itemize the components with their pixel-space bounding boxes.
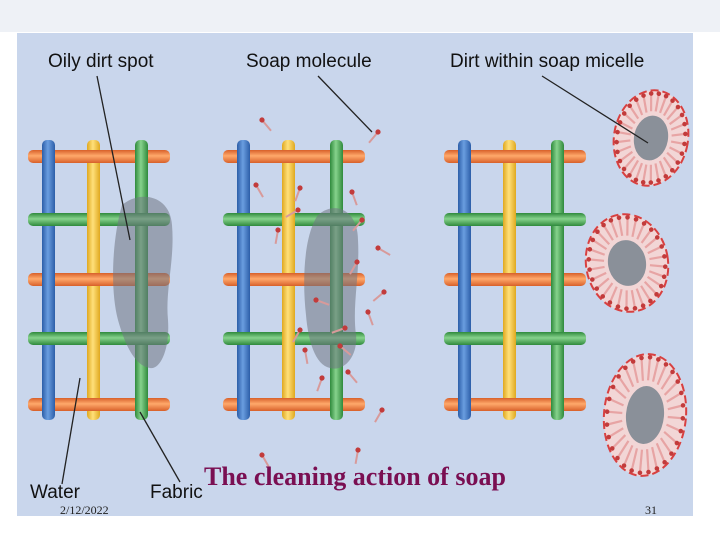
- soap-molecule: [302, 347, 309, 364]
- soap-molecule: [368, 129, 381, 144]
- slide-caption: The cleaning action of soap: [204, 462, 506, 491]
- soap-molecule: [331, 325, 348, 334]
- soap-molecule: [375, 245, 391, 256]
- scanned-text-strip: [0, 0, 720, 32]
- fabric-thread-horizontal: [28, 398, 170, 411]
- lifting-dirt-spot: [304, 208, 359, 369]
- fabric-weave-crossing: [237, 395, 250, 414]
- fabric-weave-crossing: [87, 210, 100, 229]
- fabric-weave-3: [444, 140, 586, 420]
- pointer-oily-dirt: [96, 75, 131, 241]
- soap-molecule: [349, 189, 358, 206]
- soap-molecule: [354, 447, 361, 464]
- fabric-weave-crossing: [42, 270, 55, 289]
- soap-molecule: [365, 309, 374, 326]
- soap-molecule: [292, 327, 303, 343]
- fabric-weave-crossing: [135, 395, 148, 414]
- soap-molecule: [313, 297, 330, 306]
- soap-molecule: [349, 259, 360, 275]
- micelle-dirt-core: [607, 240, 647, 286]
- soap-molecule: [372, 289, 387, 302]
- fabric-thread-horizontal: [444, 273, 586, 286]
- fabric-weave-crossing: [135, 147, 148, 166]
- soap-molecule: [352, 217, 365, 232]
- fabric-weave-crossing: [237, 147, 250, 166]
- fabric-weave-crossing: [503, 210, 516, 229]
- micelle-dirt-core: [633, 115, 669, 161]
- fabric-thread-horizontal: [444, 398, 586, 411]
- fabric-weave-crossing: [237, 270, 250, 289]
- fabric-weave-crossing: [458, 395, 471, 414]
- soap-micelle: [584, 213, 670, 313]
- soap-molecule: [345, 369, 358, 384]
- fabric-thread-horizontal: [444, 150, 586, 163]
- soap-micelle: [612, 89, 690, 187]
- fabric-weave-crossing: [42, 147, 55, 166]
- soap-molecule: [337, 343, 352, 356]
- pointer-water: [61, 377, 81, 485]
- pointer-micelle: [541, 75, 649, 144]
- fabric-weave-crossing: [551, 147, 564, 166]
- fabric-thread-horizontal: [223, 398, 365, 411]
- soap-micelle: [602, 353, 688, 477]
- soap-molecule: [274, 227, 281, 244]
- soap-molecule: [294, 185, 303, 202]
- label-soap-molecule: Soap molecule: [246, 51, 372, 72]
- fabric-weave-crossing: [42, 395, 55, 414]
- footer-page-number: 31: [645, 503, 657, 517]
- oily-dirt-spot: [113, 196, 173, 369]
- fabric-weave-crossing: [282, 329, 295, 348]
- fabric-weave-crossing: [551, 270, 564, 289]
- fabric-weave-crossing: [330, 147, 343, 166]
- label-water: Water: [30, 482, 80, 503]
- fabric-thread-horizontal: [223, 150, 365, 163]
- soap-molecule: [316, 375, 325, 392]
- label-fabric: Fabric: [150, 482, 203, 503]
- soap-molecule: [259, 117, 272, 132]
- soap-molecule: [285, 207, 301, 218]
- micelle-dirt-core: [625, 386, 665, 444]
- soap-micelles: [584, 89, 690, 477]
- label-dirt-within-micelle: Dirt within soap micelle: [450, 51, 645, 72]
- pointer-fabric: [139, 411, 181, 483]
- fabric-weave-crossing: [458, 147, 471, 166]
- soap-molecule: [259, 452, 270, 468]
- pointer-lines: [61, 75, 649, 485]
- fabric-thread-horizontal: [28, 150, 170, 163]
- label-oily-dirt-spot: Oily dirt spot: [48, 51, 154, 72]
- fabric-weave-crossing: [87, 329, 100, 348]
- soap-molecule: [253, 182, 264, 198]
- soap-molecules: [253, 117, 391, 468]
- fabric-weave-crossing: [551, 395, 564, 414]
- fabric-weave-crossing: [330, 395, 343, 414]
- footer-date: 2/12/2022: [60, 503, 109, 517]
- soap-molecule: [374, 407, 385, 423]
- fabric-weave-crossing: [458, 270, 471, 289]
- pointer-soap-molecule: [317, 75, 373, 133]
- fabric-weave-crossing: [503, 329, 516, 348]
